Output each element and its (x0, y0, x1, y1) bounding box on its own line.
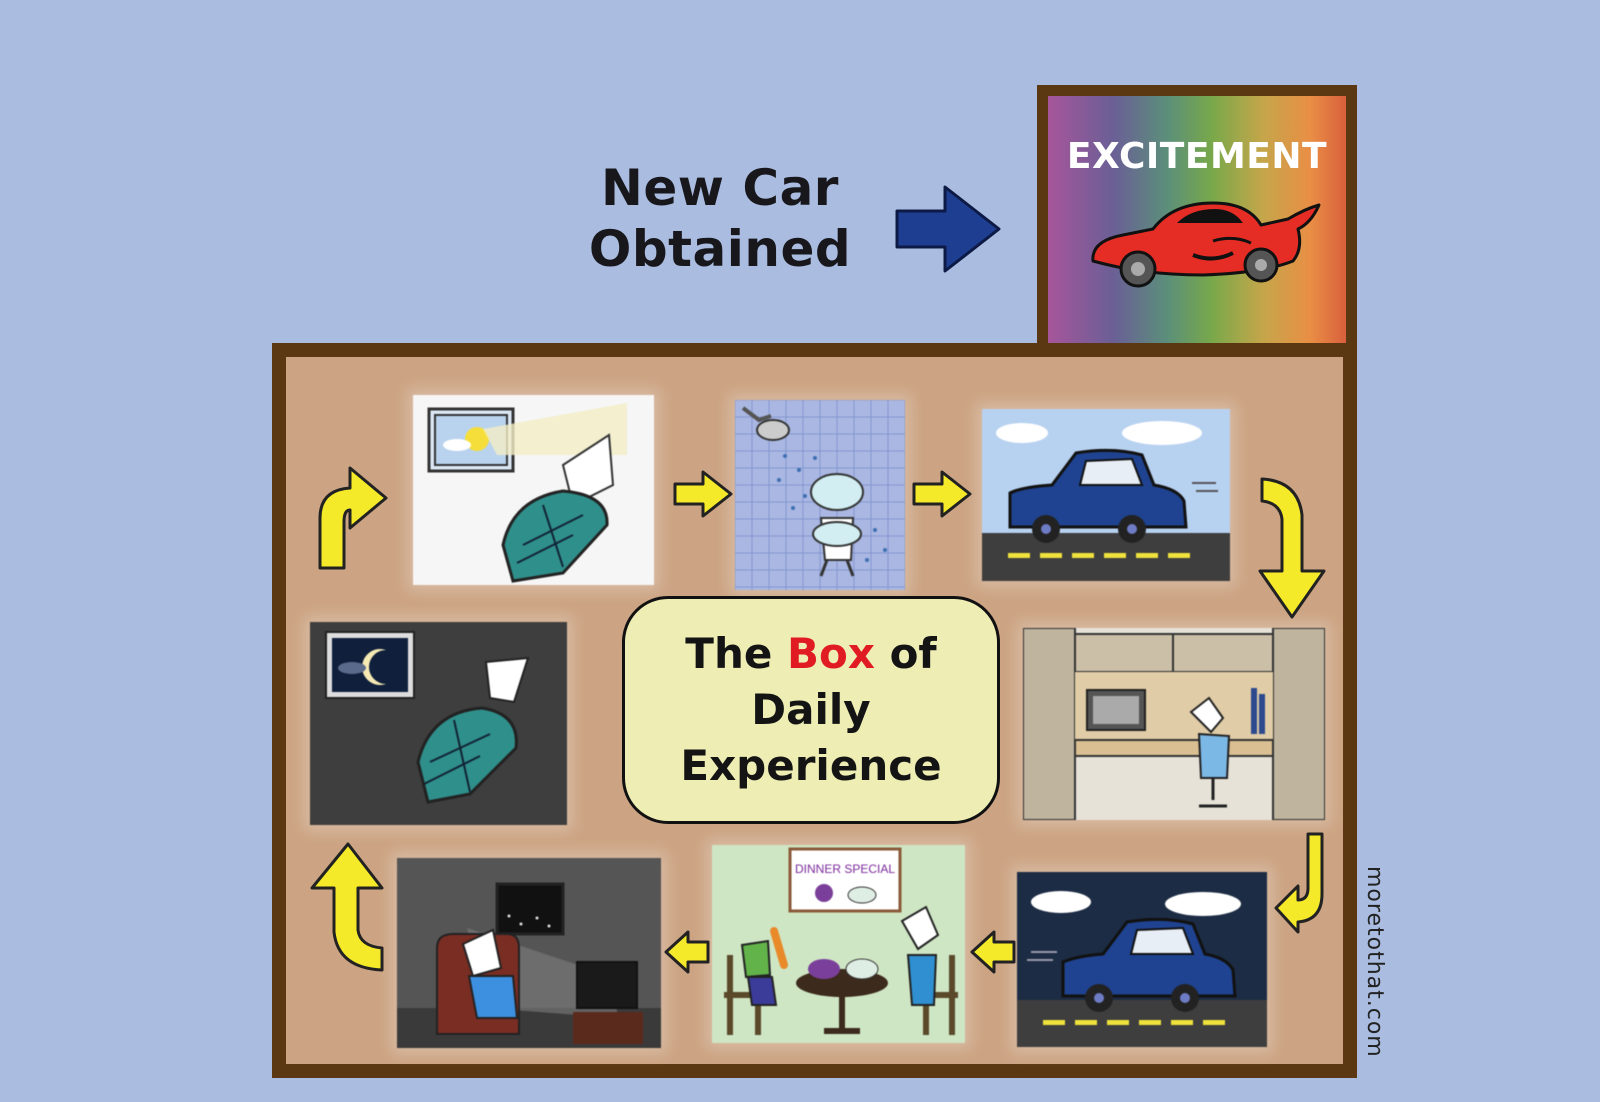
arrow-left-icon (664, 930, 710, 974)
arrow-right-icon (673, 470, 733, 518)
panel-dinner: DINNER SPECIAL (712, 845, 965, 1043)
panel-commute-night (1017, 872, 1267, 1047)
arrow-up-icon (310, 842, 384, 972)
panel-office (1023, 628, 1325, 820)
red-sports-car-icon (1091, 201, 1321, 288)
center-line3: Experience (680, 741, 942, 790)
arrow-up-right-icon (318, 466, 388, 570)
center-line2: Daily (751, 685, 871, 734)
panel-tv (397, 858, 661, 1048)
panel-wake-up (413, 395, 654, 585)
center-word-of: of (889, 629, 937, 678)
arrow-right-icon (895, 185, 1001, 273)
arrow-down-icon (1258, 477, 1326, 619)
arrow-right-icon (912, 470, 972, 518)
panel-shower (735, 400, 905, 590)
headline: New Car Obtained (585, 158, 855, 280)
center-label: The Box of Daily Experience (622, 596, 1000, 824)
panel-commute-day (982, 409, 1230, 581)
headline-line1: New Car (601, 159, 839, 217)
dinner-special-sign: DINNER SPECIAL (795, 862, 895, 876)
watermark: moretothat.com (1362, 866, 1387, 1058)
center-word-the: The (685, 629, 773, 678)
panel-night-sleep (310, 622, 567, 825)
arrow-left-icon (970, 930, 1016, 974)
arrow-down-left-icon (1274, 832, 1324, 934)
excitement-label: EXCITEMENT (1066, 136, 1328, 177)
center-line1: The Box of (685, 626, 936, 682)
headline-line2: Obtained (588, 220, 852, 278)
excitement-box: EXCITEMENT (1037, 85, 1357, 357)
center-word-box: Box (786, 629, 875, 678)
